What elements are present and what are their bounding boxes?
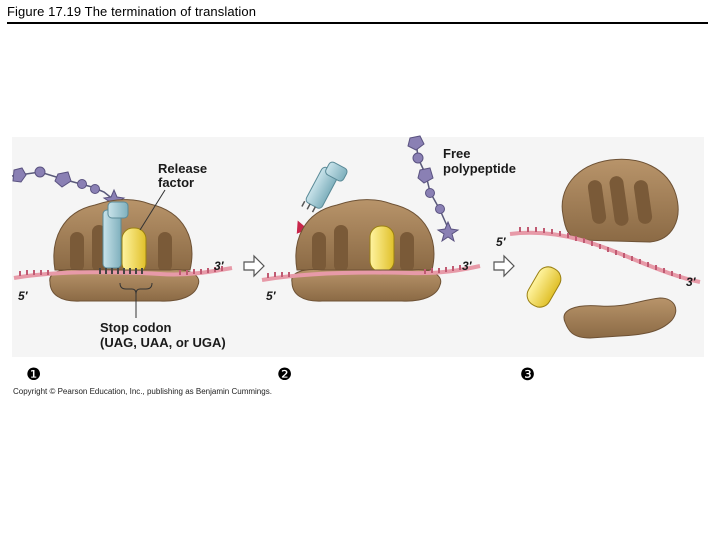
step2-mrna bbox=[261, 264, 481, 282]
step3-three-prime: 3′ bbox=[686, 275, 697, 289]
step1-release-factor bbox=[121, 227, 147, 275]
step-arrow-2 bbox=[493, 254, 515, 278]
release-factor-label-1: Release bbox=[158, 161, 207, 176]
step3-mrna bbox=[509, 227, 701, 284]
step1-polypeptide bbox=[11, 166, 126, 211]
step2-release-factor bbox=[369, 225, 395, 273]
step1-three-prime: 3′ bbox=[214, 259, 225, 273]
title-rule bbox=[7, 22, 708, 24]
free-polypeptide-label-2: polypeptide bbox=[443, 161, 516, 176]
step-number-3: ❸ bbox=[520, 365, 535, 385]
step3-five-prime: 5′ bbox=[496, 235, 507, 249]
free-polypeptide-chain bbox=[407, 135, 460, 243]
step1-small-subunit bbox=[49, 269, 200, 302]
step-arrow-1 bbox=[243, 254, 265, 278]
step1-five-prime: 5′ bbox=[18, 289, 29, 303]
step-number-2: ❷ bbox=[277, 365, 292, 385]
step3-small-subunit bbox=[563, 297, 677, 339]
step2-five-prime: 5′ bbox=[266, 289, 277, 303]
step3-release-factor bbox=[526, 266, 562, 308]
step2-three-prime: 3′ bbox=[462, 259, 473, 273]
step3-scene: 5′ 3′ bbox=[496, 158, 701, 339]
step2-small-subunit bbox=[291, 269, 442, 302]
stop-codon-label-2: (UAG, UAA, or UGA) bbox=[100, 335, 226, 350]
step1-mrna bbox=[13, 266, 233, 280]
stop-codon-label-1: Stop codon bbox=[100, 320, 172, 335]
step2-trna bbox=[301, 161, 348, 213]
step2-scene: 3′ 5′ Free polypeptide bbox=[261, 135, 516, 303]
free-polypeptide-label-1: Free bbox=[443, 146, 470, 161]
step-number-1: ❶ bbox=[26, 365, 41, 385]
copyright-notice: Copyright © Pearson Education, Inc., pub… bbox=[13, 387, 272, 396]
step2-large-subunit bbox=[295, 199, 435, 271]
figure-title: Figure 17.19 The termination of translat… bbox=[7, 4, 257, 19]
release-factor-label-2: factor bbox=[158, 175, 194, 190]
step1-scene: Release factor 3′ 5′ Stop codon (UAG, UA… bbox=[11, 161, 233, 350]
